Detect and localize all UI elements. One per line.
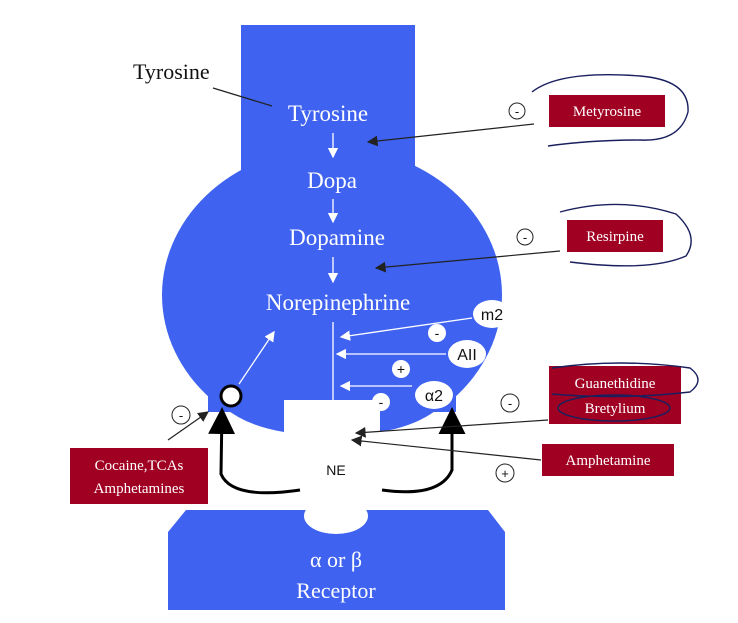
receptor-pocket <box>304 498 368 534</box>
metyrosine-group: Metyrosine - <box>366 74 689 147</box>
receptor-label-line2: Receptor <box>296 578 376 603</box>
net-transporter <box>219 384 243 408</box>
alpha2-feedback-loop <box>381 407 466 494</box>
guanethidine-annotation-circle <box>551 362 699 398</box>
synthesis-pathway: Tyrosine Tyrosine Dopa Dopamine Norepine… <box>133 59 410 478</box>
bretylium-label: Bretylium <box>585 401 646 417</box>
m2-minus-sign <box>428 324 446 342</box>
m2-minus-text: - <box>435 325 440 341</box>
nerve-terminal <box>162 147 502 443</box>
amphetamine-group: Amphetamine + <box>350 435 674 483</box>
tyrosine-label: Tyrosine <box>288 101 368 126</box>
amphetamine-plus-sign <box>495 463 515 483</box>
cocaine-arrow <box>167 411 209 441</box>
cocaine-label-line1: Cocaine,TCAs <box>95 458 184 474</box>
ne-label: NE <box>326 462 345 478</box>
guanethidine-arrow <box>354 419 549 438</box>
resirpine-minus-sign <box>516 228 534 246</box>
amphetamine-plus-text: + <box>501 466 509 481</box>
cocaine-label-line2: Amphetamines <box>94 481 185 497</box>
cocaine-group: Cocaine,TCAs Amphetamines - <box>70 405 209 504</box>
resirpine-group: Resirpine - <box>374 203 692 273</box>
norepinephrine-label: Norepinephrine <box>266 290 410 315</box>
amphetamine-label: Amphetamine <box>566 453 651 469</box>
resirpine-annotation-circle <box>559 203 692 267</box>
bretylium-annotation-circle <box>557 394 671 422</box>
metyrosine-minus-text: - <box>515 104 519 119</box>
guanethidine-minus-sign <box>500 393 520 413</box>
terminal-cleft-gap <box>280 400 390 490</box>
cocaine-minus-text: - <box>179 408 183 423</box>
aii-plus-sign <box>392 360 410 378</box>
metyrosine-minus-sign <box>508 102 526 120</box>
alpha2-receptor-label: α2 <box>425 388 443 405</box>
reuptake-loop <box>208 407 301 495</box>
aii-receptor-label: AII <box>457 347 477 364</box>
cocaine-box <box>70 448 208 504</box>
presynaptic-receptors: m2 - AII + α2 - <box>335 300 511 494</box>
resirpine-minus-text: - <box>523 230 527 245</box>
alpha2-minus-text: - <box>379 394 384 410</box>
reuptake-arrow <box>238 330 275 385</box>
presynaptic-neuron <box>150 25 510 520</box>
m2-receptor-label: m2 <box>481 307 503 324</box>
postsynaptic-cell: α or β Receptor <box>168 498 505 610</box>
amphetamine-arrow <box>350 435 542 461</box>
aii-receptor <box>448 340 486 368</box>
metyrosine-arrow <box>366 123 535 147</box>
resirpine-box <box>567 220 663 252</box>
alpha2-receptor <box>415 381 453 409</box>
resirpine-label: Resirpine <box>586 229 644 245</box>
postsynaptic-body <box>168 510 505 610</box>
guanethidine-minus-text: - <box>508 396 512 411</box>
reuptake-transporter <box>208 330 301 495</box>
dopamine-label: Dopamine <box>289 225 385 250</box>
guanethidine-label: Guanethidine <box>575 376 656 392</box>
resirpine-arrow <box>374 250 561 273</box>
cocaine-minus-sign <box>171 405 191 425</box>
dopa-label: Dopa <box>307 168 357 193</box>
metyrosine-label: Metyrosine <box>573 104 642 120</box>
tyrosine-outside-label: Tyrosine <box>133 59 210 84</box>
guanethidine-group: Guanethidine Bretylium - <box>354 362 699 438</box>
alpha2-minus-sign <box>372 393 390 411</box>
tyrosine-uptake-line <box>212 87 273 107</box>
receptor-label-line1: α or β <box>310 547 362 572</box>
amphetamine-box <box>542 444 674 476</box>
m2-receptor <box>473 300 511 328</box>
aii-plus-text: + <box>397 361 405 377</box>
metyrosine-box <box>549 95 665 127</box>
metyrosine-annotation-circle <box>531 74 689 147</box>
m2-inhibit-arrow <box>339 317 473 341</box>
